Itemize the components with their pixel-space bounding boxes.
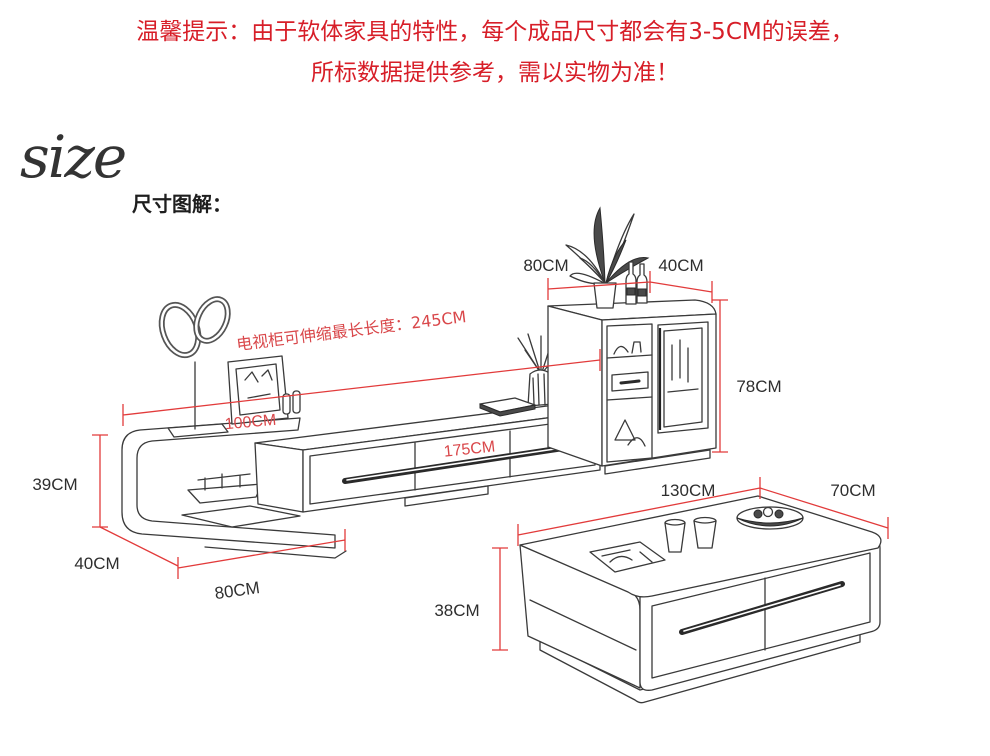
fruit-2	[762, 506, 774, 518]
plant-pot	[593, 282, 617, 309]
size-script-heading: size	[20, 123, 127, 191]
boat-model-masts	[197, 473, 251, 491]
dim-label-coffee-table-length: 130CM	[661, 481, 716, 500]
fruit-1	[753, 509, 763, 519]
cup-1	[664, 522, 686, 553]
dim-label-coffee-table-height: 38CM	[434, 601, 479, 620]
picture-frame	[227, 355, 289, 425]
tv-stand-drawer-unit	[254, 404, 601, 513]
plant-leaf-7	[579, 257, 606, 284]
side-cabinet-drawer-handle	[619, 379, 641, 385]
drawer-unit-side	[254, 442, 304, 513]
dim-line-cabinet-depth	[649, 281, 713, 303]
left-unit-outer-shell	[121, 417, 336, 549]
notice-line-2: 所标数据提供参考，需以实物为准！	[311, 60, 679, 86]
drawer-unit-base	[404, 485, 489, 507]
drawer-unit-front	[302, 410, 601, 513]
coffee-table-drawer-handle-highlight	[683, 584, 841, 632]
plant-leaf-4	[605, 257, 650, 284]
tv-stand-left-unit	[121, 417, 347, 559]
plant-leaf-6	[605, 239, 627, 284]
left-unit-decor	[158, 296, 301, 438]
statue-loop-right-inner	[195, 297, 229, 343]
dim-label-drawer-unit-length: 175CM	[443, 438, 496, 460]
dim-line-tv-stand-height	[92, 434, 108, 528]
glass-door-inner	[663, 327, 703, 428]
left-unit-tray	[181, 505, 301, 528]
tray-items	[601, 549, 653, 563]
dim-label-tv-stand-height: 39CM	[32, 475, 77, 494]
notice-line-1: 温馨提示：由于软体家具的特性，每个成品尺寸都会有3-5CM的误差，	[136, 19, 854, 45]
dim-line-tv-stand-base-length	[177, 529, 346, 579]
plant-leaf-2	[593, 206, 606, 284]
coffee-table-decor	[589, 506, 804, 573]
dim-label-coffee-table-width: 70CM	[830, 481, 875, 500]
side-cabinet-base	[604, 449, 711, 475]
dim-label-tv-stand-max-length: 电视柜可伸缩最长长度：245CM	[235, 307, 467, 354]
dim-line-tv-stand-depth	[99, 526, 179, 567]
glass-door-contents	[667, 339, 699, 393]
section-title: 尺寸图解：	[132, 192, 232, 216]
shelf-ornament-2	[614, 419, 646, 447]
dim-line-coffee-table-height	[492, 547, 508, 651]
side-cabinet-side	[547, 305, 603, 467]
coffee-table-base	[539, 631, 861, 704]
small-bottle-2	[292, 390, 301, 414]
drawer-unit-drawer-outline	[309, 417, 596, 505]
cup-2	[693, 520, 717, 549]
book-stack-edge	[479, 403, 536, 417]
left-unit-base	[204, 546, 347, 559]
drawer-handle-highlight	[346, 446, 569, 481]
picture-frame-motif	[244, 369, 273, 399]
dim-line-coffee-table-width	[759, 487, 889, 539]
coffee-table-left-recess	[529, 599, 637, 651]
picture-frame-inner	[235, 363, 281, 416]
side-cabinet-shelf-lines	[606, 354, 653, 401]
dimension-lines	[92, 271, 889, 651]
dim-label-side-unit-length: 100CM	[224, 412, 277, 433]
fruit-bowl-rim	[736, 517, 804, 527]
glass-door	[657, 321, 709, 434]
fruit-3	[774, 509, 784, 519]
vase-stripes	[532, 373, 546, 406]
small-bottle-1	[282, 393, 291, 415]
shelf-ornament-1	[613, 341, 642, 355]
dim-label-tv-stand-depth: 40CM	[74, 554, 119, 573]
coffee-table-drawer-outline	[651, 552, 871, 679]
dim-line-tv-stand-max-length	[122, 349, 601, 426]
dim-label-cabinet-width: 80CM	[523, 256, 568, 275]
side-cabinet-open-shelf	[606, 323, 653, 463]
bottle-2	[636, 263, 648, 304]
drawer-unit-decor	[479, 333, 566, 417]
dim-label-cabinet-height: 78CM	[736, 377, 781, 396]
boat-model	[187, 483, 263, 504]
dim-label-tv-stand-base-length: 80CM	[213, 578, 261, 603]
bottle-labels	[626, 287, 647, 297]
side-cabinet	[547, 299, 717, 475]
statue-base	[167, 423, 229, 438]
dim-line-cabinet-height	[712, 299, 728, 453]
side-cabinet-decor	[565, 206, 650, 309]
dim-label-cabinet-depth: 40CM	[658, 256, 703, 275]
